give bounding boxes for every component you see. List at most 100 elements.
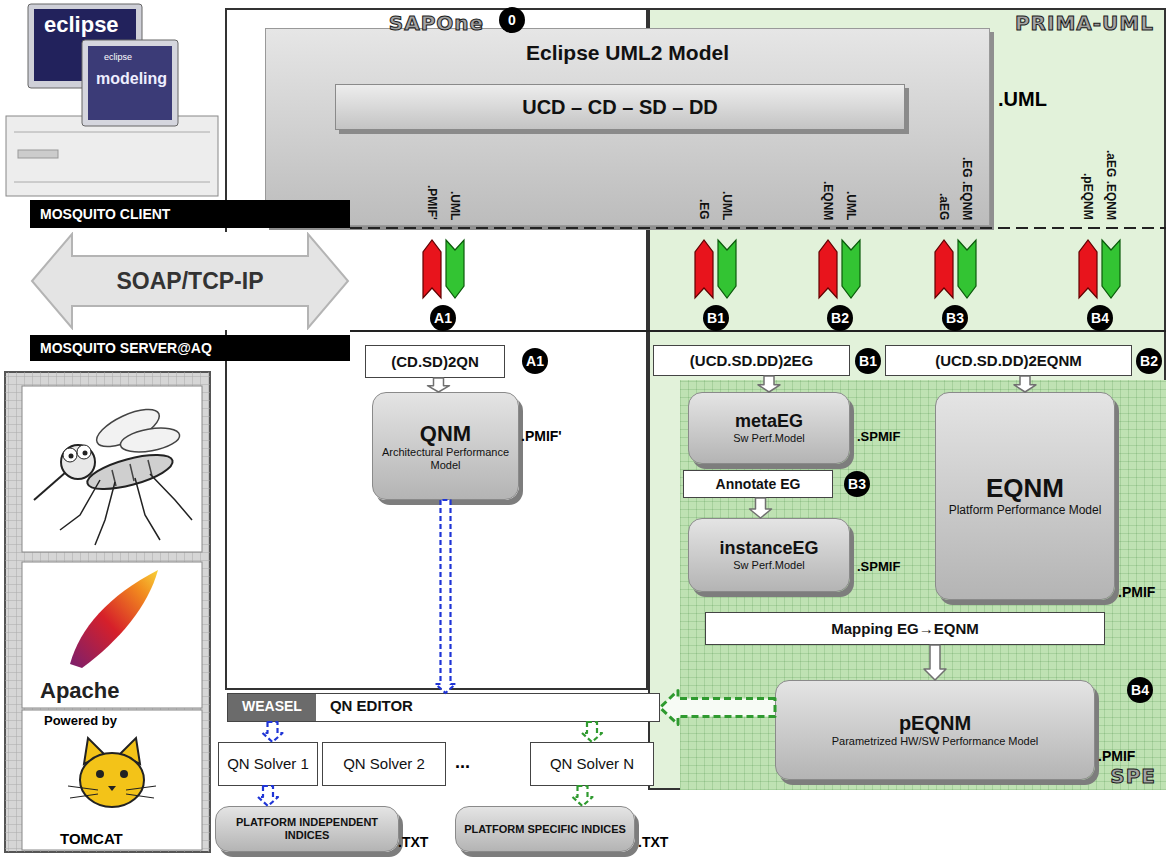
file-extension: .EQNM [822, 181, 834, 220]
file-extension: .PMIF [1118, 584, 1155, 600]
callout-number: A1 [430, 305, 456, 331]
callout-number: B2 [1136, 348, 1162, 374]
callout-number: B2 [827, 305, 853, 331]
flow-arrow [660, 691, 775, 725]
file-extension: .aEG [938, 193, 950, 220]
transformation-box: Mapping EG→EQNM [705, 612, 1105, 645]
file-extension: .PMIF' [521, 428, 562, 444]
flow-arrow [750, 498, 772, 518]
logo-text: eclipse [104, 52, 132, 62]
file-extension: .PMIF' [426, 185, 438, 220]
file-extension: .PMIF' [426, 185, 438, 220]
upload-arrow [695, 240, 713, 298]
flow-arrow [428, 378, 450, 392]
callout-number: B1 [703, 305, 729, 331]
file-extension: .UML [721, 191, 733, 220]
cat-whiskers [68, 786, 156, 798]
region-title: PRIMA-UML [1015, 12, 1154, 35]
flow-arrow [258, 786, 278, 806]
file-extension: .PMIF [1118, 584, 1155, 600]
download-arrow [446, 240, 464, 298]
solver-box: QN Solver 1 [218, 742, 318, 786]
logo-text: TOMCAT [60, 830, 123, 847]
logo-text: Apache [40, 678, 119, 703]
callout-number: B3 [844, 471, 870, 497]
file-extension: .TXT [398, 834, 428, 850]
file-extension: .UML [449, 191, 461, 220]
file-extension: .SPMIF [857, 430, 900, 445]
model-box: EQNMPlatform Performance Model [935, 392, 1115, 600]
box-title: (CD.SD)2QN [391, 353, 479, 370]
mosquito-legs [60, 474, 192, 545]
file-extension: .UML [998, 88, 1047, 111]
box-title: Annotate EG [716, 476, 801, 492]
file-extension: .UML [998, 88, 1047, 111]
callout-number: B3 [844, 471, 870, 497]
logo-panel [22, 562, 202, 708]
cat-eye [96, 770, 104, 778]
download-arrow [718, 240, 736, 298]
region-band: SPEmetaEGSw Perf.ModelAnnotate EGinstanc… [680, 380, 1166, 790]
box-title: QNM [420, 421, 471, 446]
file-extension: .PMIF [1098, 748, 1135, 764]
cat-nose [108, 786, 116, 791]
callout-number: B2 [827, 305, 853, 331]
logo-text: modeling [96, 70, 167, 88]
mosquito-eye [63, 448, 77, 462]
monitor [82, 40, 178, 126]
box-title: (UCD.SD.DD)2EG [690, 352, 813, 369]
mosquito-head [61, 445, 95, 479]
box-title: pEQNM [899, 712, 971, 735]
flow-arrow [582, 722, 602, 742]
model-box: metaEGSw Perf.Model [688, 392, 850, 464]
callout-number: B1 [855, 348, 881, 374]
pc-drive [18, 150, 58, 158]
double-arrow-shape [32, 234, 348, 328]
logo-text: eclipse [104, 52, 132, 62]
upload-arrow [935, 240, 953, 298]
callout-number: B3 [942, 305, 968, 331]
flow-arrow [263, 722, 283, 742]
callout-number: B1 [855, 348, 881, 374]
box-title: Eclipse UML2 Model [526, 41, 729, 65]
tier-bar: MOSQUITO CLIENT [30, 200, 350, 228]
ellipsis: ... [455, 752, 470, 773]
transformation-box: (UCD.SD.DD)2EQNM [885, 345, 1132, 376]
box-subtitle: Sw Perf.Model [733, 559, 805, 572]
editor-bar: WEASELQN EDITOR [227, 693, 660, 722]
file-extension: .PMIF' [521, 428, 562, 444]
region-title: SPE [1110, 765, 1156, 788]
solver-box: QN Solver 2 [322, 742, 446, 786]
solver-box: QN Solver N [530, 742, 654, 786]
box-subtitle: Architectural Performance Model [379, 446, 512, 471]
logo-panel [22, 710, 202, 850]
flow-arrow [573, 786, 593, 806]
mosquito-pupil [69, 454, 74, 459]
download-arrow [842, 240, 860, 298]
flow-arrow [436, 500, 456, 693]
box-title: metaEG [735, 411, 803, 432]
callout-number: A1 [522, 348, 548, 374]
flow-arrow [758, 376, 780, 392]
file-extension: .UML [845, 191, 857, 220]
box-subtitle: QN EDITOR [316, 694, 427, 721]
download-arrow [958, 240, 976, 298]
box-subtitle: Platform Performance Model [949, 504, 1102, 518]
file-extension: .pEQNM [1082, 173, 1094, 220]
file-extension: .EG .EQNM [961, 157, 973, 220]
server-grille [5, 372, 210, 852]
box-title: WEASEL [228, 694, 316, 721]
model-box: pEQNMParametrized HW/SW Performance Mode… [775, 680, 1095, 780]
file-extension: .UML [845, 191, 857, 220]
file-extension: .EQNM [822, 181, 834, 220]
file-extension: .TXT [638, 834, 668, 850]
file-extension: .aEG [938, 193, 950, 220]
file-extension: .UML [721, 191, 733, 220]
file-extension: .UML [449, 191, 461, 220]
transformation-box: (CD.SD)2QN [365, 345, 505, 378]
diagram-set-box: UCD – CD – SD – DD [335, 84, 905, 130]
upload-arrow [819, 240, 837, 298]
box-title: MOSQUITO SERVER@AQ [40, 340, 212, 356]
